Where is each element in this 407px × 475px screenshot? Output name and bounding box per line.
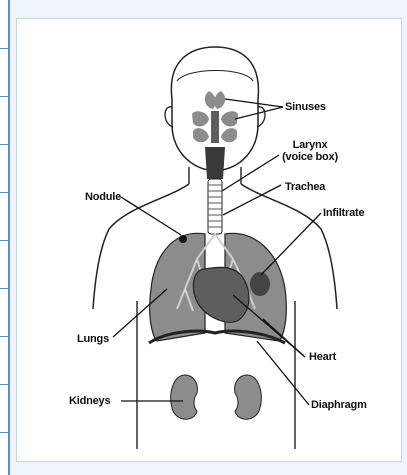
label-nodule: Nodule xyxy=(85,191,121,203)
label-sinuses: Sinuses xyxy=(285,101,326,113)
label-larynx-line1: Larynx xyxy=(279,139,341,151)
pharynx xyxy=(205,147,225,179)
label-kidneys: Kidneys xyxy=(69,395,110,407)
left-rail xyxy=(0,0,10,475)
label-trachea: Trachea xyxy=(285,181,325,193)
label-heart: Heart xyxy=(309,351,336,363)
rail-tick xyxy=(0,336,8,337)
rail-tick xyxy=(0,48,8,49)
rail-tick xyxy=(0,96,8,97)
trachea-organ xyxy=(208,179,222,234)
kidney-left xyxy=(171,375,198,419)
label-lungs: Lungs xyxy=(77,333,109,345)
label-larynx-line2: (voice box) xyxy=(279,151,341,163)
infiltrate-mark xyxy=(250,272,270,296)
rail-tick xyxy=(0,288,8,289)
rail-tick xyxy=(0,384,8,385)
rail-tick xyxy=(0,144,8,145)
kidney-right xyxy=(235,375,262,419)
label-larynx: Larynx (voice box) xyxy=(279,139,341,163)
diagram-panel: Sinuses Larynx (voice box) Trachea Nodul… xyxy=(16,18,402,462)
label-infiltrate: Infiltrate xyxy=(323,207,364,219)
rail-tick xyxy=(0,240,8,241)
nodule-mark xyxy=(179,235,187,243)
label-diaphragm: Diaphragm xyxy=(311,399,367,411)
rail-tick xyxy=(0,192,8,193)
rail-tick xyxy=(0,432,8,433)
